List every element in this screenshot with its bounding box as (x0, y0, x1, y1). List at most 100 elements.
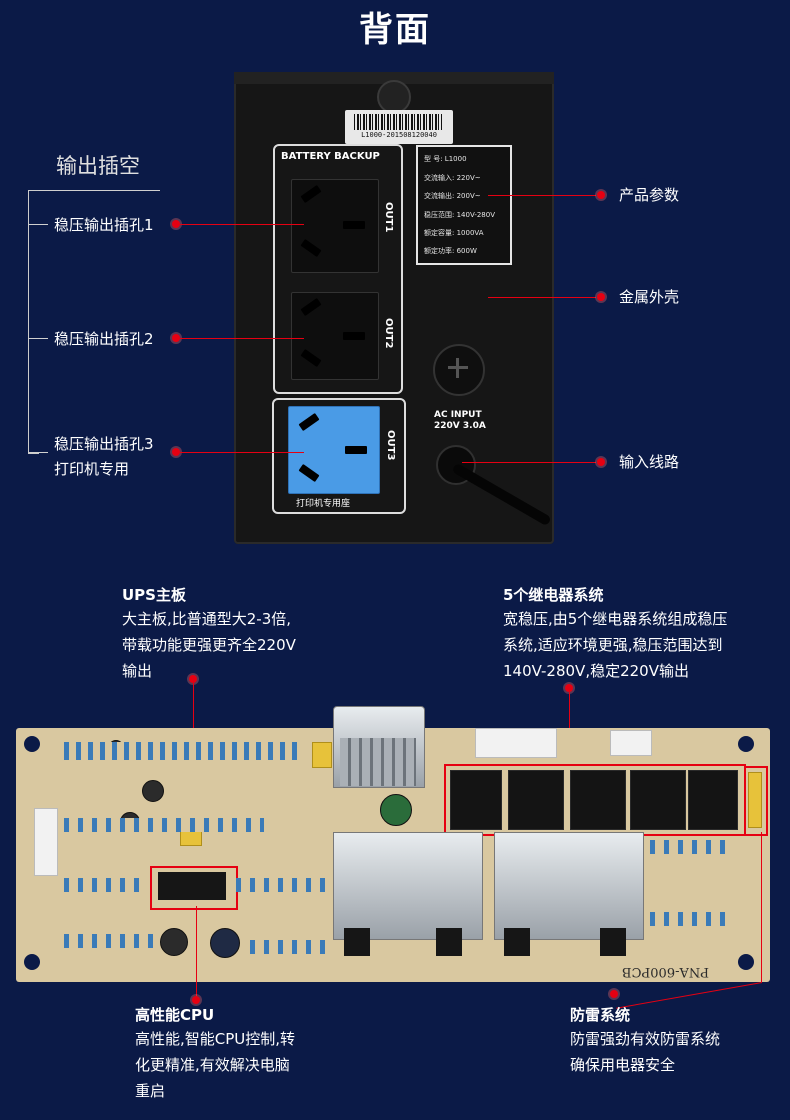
output-group-title: 输出插空 (56, 154, 140, 178)
mosfet (344, 928, 370, 956)
callout-dot (597, 191, 605, 199)
mosfet (504, 928, 530, 956)
mount-hole (738, 954, 754, 970)
ups-board-title: UPS主板 (122, 586, 186, 604)
shell-callout: 金属外壳 (619, 288, 680, 306)
pcb-model-label: PNA-600PCB (622, 964, 709, 979)
callout-dot (610, 990, 618, 998)
relay (688, 770, 738, 830)
barcode-icon (354, 114, 442, 130)
callout-line (180, 452, 304, 453)
callout-line (193, 683, 194, 763)
spec-line: 额定功率: 600W (424, 247, 477, 255)
group-bracket (28, 190, 39, 454)
capacitor (210, 928, 240, 958)
resistor-row (236, 878, 326, 892)
lightning-highlight-box (744, 766, 768, 836)
printer-outlet-frame (272, 398, 406, 514)
callout-dot (597, 458, 605, 466)
resistor-row (64, 818, 264, 832)
outlet-3-slot (345, 446, 367, 454)
mount-hole (24, 954, 40, 970)
buzzer (160, 928, 188, 956)
screw-icon (377, 80, 411, 114)
lightning-line: 确保用电器安全 (570, 1056, 676, 1074)
callout-line (180, 224, 304, 225)
heatsink-fins (340, 738, 416, 786)
resistor-row (64, 878, 144, 892)
lightning-line: 防雷强劲有效防雷系统 (570, 1030, 721, 1048)
page-title: 背面 (359, 10, 431, 50)
relay-title: 5个继电器系统 (503, 586, 604, 604)
printer-socket-label: 打印机专用座 (296, 499, 351, 509)
ac-input-label: AC INPUT (434, 410, 482, 420)
resistor-row (64, 934, 154, 948)
main-heatsink (333, 832, 483, 940)
cpu-chip (158, 872, 226, 900)
bracket-tick (28, 224, 48, 225)
params-callout: 产品参数 (619, 186, 680, 204)
callout-line (488, 297, 596, 298)
spec-line: 交流输出: 200V~ (424, 192, 481, 200)
connector (34, 808, 58, 876)
resistor-row (650, 840, 730, 854)
film-capacitor (180, 830, 202, 846)
mosfet (600, 928, 626, 956)
capacitor (380, 794, 412, 826)
ups-board-line: 输出 (122, 662, 153, 680)
callout-line (616, 982, 763, 1009)
callout-line (462, 462, 596, 463)
mosfet (436, 928, 462, 956)
callout-line (761, 832, 762, 982)
spec-line: 额定容量: 1000VA (424, 229, 484, 237)
callout-line (180, 338, 304, 339)
group-underline (30, 190, 160, 191)
cpu-line: 高性能,智能CPU控制,转 (135, 1030, 296, 1048)
serial-number: L1000-201508120040 (361, 131, 437, 139)
spec-line: 交流输入: 220V~ (424, 174, 481, 182)
relay-line: 140V-280V,稳定220V输出 (503, 662, 689, 680)
callout-dot (192, 996, 200, 1004)
relay-line: 系统,适应环境更强,稳压范围达到 (503, 636, 723, 654)
relay (630, 770, 686, 830)
outlet1-callout: 稳压输出插孔1 (54, 216, 154, 234)
callout-dot (172, 334, 180, 342)
connector (610, 730, 652, 756)
resistor-row (64, 742, 304, 760)
spec-line: 稳压范围: 140V-280V (424, 211, 495, 219)
callout-dot (172, 448, 180, 456)
battery-backup-frame (273, 144, 403, 394)
ups-board-line: 大主板,比普通型大2-3倍, (122, 610, 292, 628)
out1-label: OUT1 (383, 202, 394, 233)
cpu-line: 化更精准,有效解决电脑 (135, 1056, 290, 1074)
capacitor (142, 780, 164, 802)
ups-board-line: 带载功能更强更齐全220V (122, 636, 296, 654)
mount-hole (24, 736, 40, 752)
spec-plate (416, 145, 512, 265)
callout-dot (597, 293, 605, 301)
callout-line (488, 195, 596, 196)
battery-backup-label: BATTERY BACKUP (281, 151, 380, 162)
bracket-tick (28, 338, 48, 339)
outlet3-callout-sub: 打印机专用 (54, 460, 130, 478)
cpu-line: 重启 (135, 1082, 166, 1100)
callout-dot (565, 684, 573, 692)
callout-dot (172, 220, 180, 228)
out2-label: OUT2 (383, 318, 394, 349)
connector (475, 728, 557, 758)
lightning-title: 防雷系统 (570, 1006, 631, 1024)
bracket-tick (28, 452, 48, 453)
relay-line: 宽稳压,由5个继电器系统组成稳压 (503, 610, 728, 628)
out3-label: OUT3 (385, 430, 396, 461)
callout-line (196, 906, 197, 1000)
relay (508, 770, 564, 830)
ac-input-rating: 220V 3.0A (434, 421, 486, 431)
mount-hole (738, 736, 754, 752)
callout-dot (189, 675, 197, 683)
spec-line: 型 号: L1000 (424, 155, 467, 163)
relay (570, 770, 626, 830)
ups-top-edge (234, 72, 554, 84)
outlet-1-slot (343, 221, 365, 229)
surge-protector (748, 772, 762, 828)
input-callout: 输入线路 (619, 453, 680, 471)
